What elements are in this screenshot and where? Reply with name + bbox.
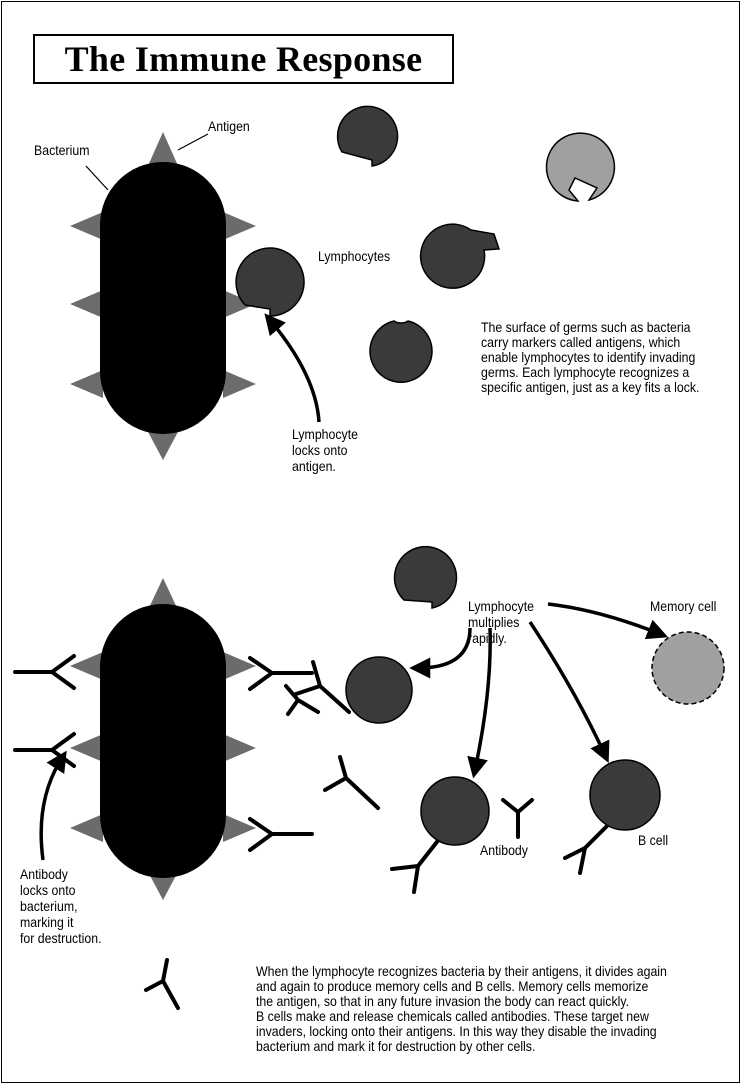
lymphocyte-1	[338, 106, 398, 166]
antigen-explanation: The surface of germs such as bacteria ca…	[481, 320, 699, 395]
multiply-arrows	[418, 604, 660, 770]
antibody-label: Antibody	[480, 842, 528, 858]
lymphocyte-multiplies-label: Lymphocyte multiplies rapidly.	[468, 598, 534, 646]
bacterium-top	[70, 132, 256, 460]
antibody-locks-arrow	[41, 758, 62, 860]
b-cell-label: B cell	[638, 832, 668, 848]
antibody-locks-label: Antibody locks onto bacterium, marking i…	[20, 866, 101, 946]
bacterium-body-top	[100, 162, 226, 434]
antigen-label: Antigen	[208, 118, 250, 134]
lymphocyte-light	[546, 133, 614, 201]
multiplication-explanation: When the lymphocyte recognizes bacteria …	[256, 964, 667, 1054]
bacterium-bottom	[70, 578, 256, 900]
memory-cell	[652, 632, 724, 704]
lymphocyte-bottom	[395, 547, 457, 608]
lymphocyte-docked	[236, 248, 304, 316]
lymphocyte-locks-label: Lymphocyte locks onto antigen.	[292, 426, 358, 474]
bacterium-pointer	[86, 166, 108, 190]
b-cell-2	[392, 777, 489, 892]
memory-cell-label: Memory cell	[650, 598, 716, 614]
b-cell-3	[565, 760, 660, 873]
lymphocyte-3	[370, 321, 432, 382]
lymphocytes-label: Lymphocytes	[318, 248, 390, 264]
b-cell-1	[296, 657, 412, 723]
bacterium-label: Bacterium	[34, 142, 89, 158]
antigen-pointer	[178, 134, 208, 150]
bacterium-body-bottom	[100, 604, 226, 878]
lymphocyte-2	[421, 224, 499, 288]
locks-arrow	[270, 320, 319, 422]
